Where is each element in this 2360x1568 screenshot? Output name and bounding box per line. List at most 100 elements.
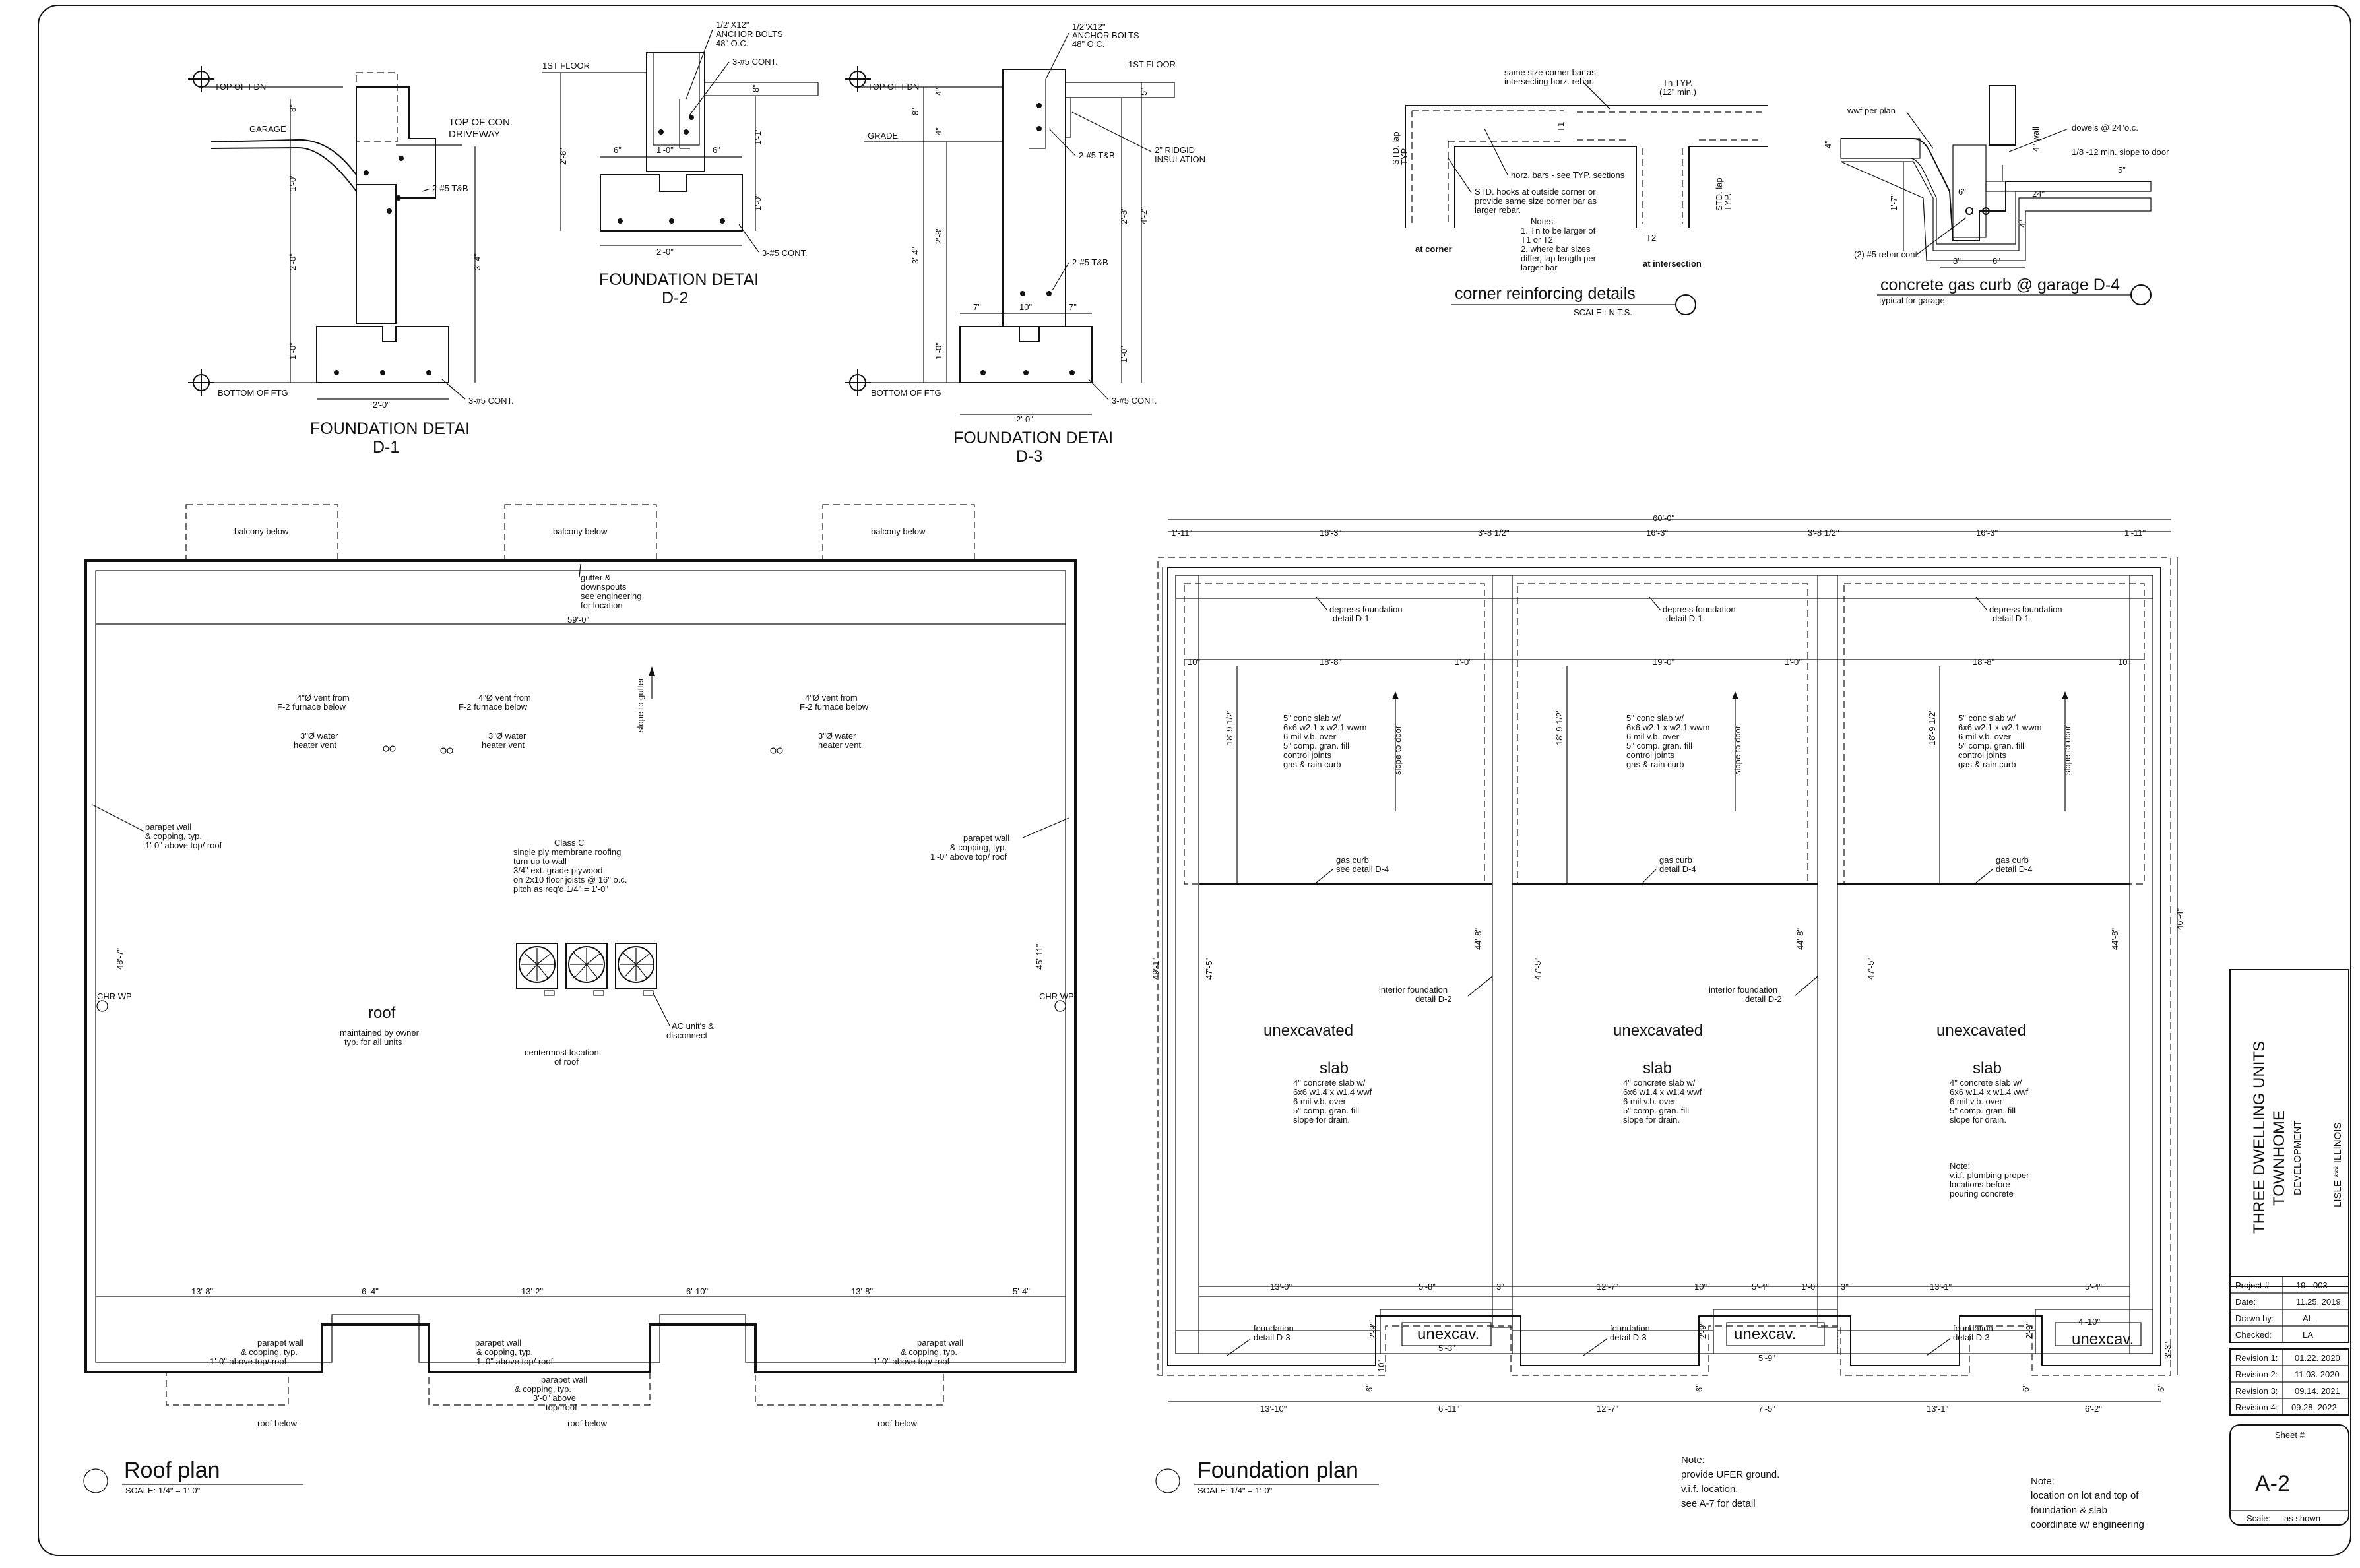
tb-rev3-value: 09.14. 2021	[2295, 1386, 2340, 1396]
slab-spec-unit2: 4" concrete slab w/ 6x6 w1.4 x w1.4 wwf …	[1623, 1078, 1702, 1125]
parapet-right-2: & copping, typ.	[950, 842, 1007, 852]
fdn-d3-1a: foundation	[1254, 1323, 1294, 1333]
project-location: LISLE *** ILLINOIS	[2332, 1123, 2344, 1207]
d3-bolt: 1/2"X12"	[1072, 22, 1106, 32]
gas-curb-3a: gas curb	[1996, 855, 2029, 865]
d3-dim-4ft2: 4'-2"	[1139, 207, 1149, 224]
d3-rebar-b: 2-#5 T&B	[1072, 257, 1108, 267]
roof-bdim-4: 6'-10"	[686, 1286, 709, 1296]
curb-wwf: wwf per plan	[1847, 106, 1896, 115]
garage-depth-1: 18'-9 1/2"	[1225, 709, 1234, 745]
vent-water-3a: 3"Ø water	[818, 731, 856, 741]
fdn-idim-6: 18'-8"	[1973, 657, 1995, 667]
roof-plan-title: Roof plan	[124, 1458, 220, 1483]
pit-dim-11: 3'-3"	[2163, 1342, 2173, 1359]
gas-curb-2a: gas curb	[1659, 855, 1692, 865]
gas-curb-detail: wwf per plan dowels @ 24"o.c. 4" wall 1/…	[1823, 85, 2169, 305]
parapet-mid-1: parapet wall	[541, 1375, 587, 1385]
tb-rev4-value: 09.28. 2022	[2291, 1402, 2337, 1412]
svg-text:6 mil v.b. over: 6 mil v.b. over	[1283, 732, 1337, 741]
vent-furnace-3a: 4"Ø vent from	[805, 693, 858, 703]
roofing-4: 3/4" ext. grade plywood	[513, 865, 602, 875]
fdn-mid-3: 47'-5"	[1866, 957, 1876, 980]
gas-curb-1a: gas curb	[1336, 855, 1369, 865]
roof-below-2: roof below	[567, 1418, 608, 1428]
svg-text:Note:: Note:	[2031, 1476, 2055, 1487]
corner-hooks-3: larger rebar.	[1475, 205, 1521, 215]
roof-bdim-3: 13'-2"	[521, 1286, 544, 1296]
pit-dim-1: 5'-3"	[1438, 1343, 1455, 1353]
svg-text:slope for drain.: slope for drain.	[1623, 1115, 1680, 1125]
d1-dim-width: 2'-0"	[373, 400, 390, 410]
corner-notes-h: Notes:	[1531, 216, 1556, 226]
svg-text:6 mil v.b. over: 6 mil v.b. over	[1623, 1096, 1676, 1106]
fdn-idim-7: 10"	[2118, 657, 2130, 667]
svg-text:5" comp. gran. fill: 5" comp. gran. fill	[1626, 741, 1692, 751]
svg-text:v.i.f. location.: v.i.f. location.	[1681, 1484, 1738, 1495]
detail-d3: TOP OF FDN GRADE 1/2"X12" ANCHOR BOLTS 4…	[845, 22, 1205, 466]
tb-drawn-label: Drawn by:	[2235, 1313, 2274, 1323]
curb-rebar: (2) #5 rebar cont.	[1854, 249, 1920, 259]
parapet-b3-1: parapet wall	[917, 1338, 963, 1348]
slab-2: slab	[1643, 1059, 1672, 1077]
corner-notes-1: 1. Tn to be larger of	[1521, 226, 1596, 235]
curb-5in: 5"	[2118, 165, 2126, 175]
roofing-3: turn up to wall	[513, 856, 567, 866]
vent-furnace-2b: F-2 furnace below	[459, 702, 528, 712]
ac-note-2: disconnect	[666, 1030, 708, 1040]
svg-text:4" concrete slab w/: 4" concrete slab w/	[1950, 1078, 2022, 1088]
balcony-3: balcony below	[871, 526, 926, 536]
fdn-mid-2: 44'-8"	[1473, 927, 1483, 950]
fdn-tdim-4: 16'-3"	[1646, 528, 1669, 538]
roof-bdim-2: 6'-4"	[362, 1286, 379, 1296]
roofing-5: on 2x10 floor joists @ 16" o.c.	[513, 875, 627, 885]
d1-dim-8in: 8"	[288, 104, 298, 112]
d3-dim-10: 10"	[1019, 302, 1032, 312]
detail-d1: TOP OF FDN GARAGE TOP OF CON. DRIVEWAY 2…	[188, 66, 514, 456]
d3-dim-5: 5"	[1139, 88, 1149, 96]
fdn-idim-1: 10"	[1188, 657, 1200, 667]
pit-dim-5: 2'-9"	[1698, 1322, 1707, 1339]
fdn-ldim-4: 12'-7"	[1597, 1282, 1619, 1292]
unexcav-1: unexcav.	[1417, 1325, 1479, 1343]
curb-title: concrete gas curb @ garage D-4	[1880, 276, 2120, 294]
curb-dowels: dowels @ 24"o.c.	[2072, 123, 2138, 133]
svg-text:5" comp. gran. fill: 5" comp. gran. fill	[1293, 1106, 1359, 1115]
slope-door-1: slope to door	[1393, 725, 1403, 775]
d2-cont-bottom: 3-#5 CONT.	[762, 248, 808, 258]
tb-checked-label: Checked:	[2235, 1330, 2272, 1340]
interior-fdn-1b: detail D-2	[1415, 994, 1452, 1004]
svg-text:5" comp. gran. fill: 5" comp. gran. fill	[1283, 741, 1349, 751]
pit-dim-4: 2'-9"	[1368, 1322, 1378, 1339]
foundation-plan-title: Foundation plan	[1197, 1458, 1358, 1483]
d3-top-of-fdn: TOP OF FDN	[868, 82, 919, 92]
svg-text:locations before: locations before	[1950, 1179, 2010, 1189]
roof-bdim-6: 5'-4"	[1013, 1286, 1030, 1296]
fdn-idim-3: 1'-0"	[1455, 657, 1472, 667]
interior-fdn-1a: interior foundation	[1379, 985, 1448, 995]
tb-date-value: 11.25. 2019	[2296, 1297, 2341, 1307]
svg-text:5" conc slab w/: 5" conc slab w/	[1283, 713, 1341, 723]
d3-insul2: INSULATION	[1155, 154, 1205, 164]
slab-spec-unit3: 4" concrete slab w/ 6x6 w1.4 x w1.4 wwf …	[1950, 1078, 2029, 1125]
svg-text:6x6 w2.1 x w2.1 wwm: 6x6 w2.1 x w2.1 wwm	[1283, 722, 1366, 732]
fdn-mid-1: 47'-5"	[1533, 957, 1543, 980]
svg-text:control joints: control joints	[1626, 750, 1674, 760]
d1-bottom-ftg: BOTTOM OF FTG	[218, 388, 288, 398]
tb-rev3-label: Revision 3:	[2235, 1386, 2278, 1396]
svg-text:6 mil v.b. over: 6 mil v.b. over	[1293, 1096, 1347, 1106]
d1-garage: GARAGE	[249, 124, 286, 134]
d2-dim-1ft: 1'-0"	[656, 145, 674, 155]
pit-dim-2: 5'-9"	[1758, 1353, 1775, 1363]
gas-curb-1b: see detail D-4	[1336, 864, 1389, 874]
fdn-d3-2a: foundation	[1610, 1323, 1650, 1333]
d3-title: FOUNDATION DETAI	[953, 429, 1113, 447]
fdn-bdim-1: 13'-10"	[1260, 1404, 1287, 1414]
tb-scale-value: as shown	[2284, 1513, 2320, 1523]
project-name-2: TOWNHOME	[2270, 1110, 2288, 1206]
vent-furnace-1a: 4"Ø vent from	[297, 693, 350, 703]
parapet-b2-1: parapet wall	[475, 1338, 521, 1348]
gutter-3: see engineering	[581, 591, 642, 601]
d3-cont: 3-#5 CONT.	[1112, 396, 1157, 406]
